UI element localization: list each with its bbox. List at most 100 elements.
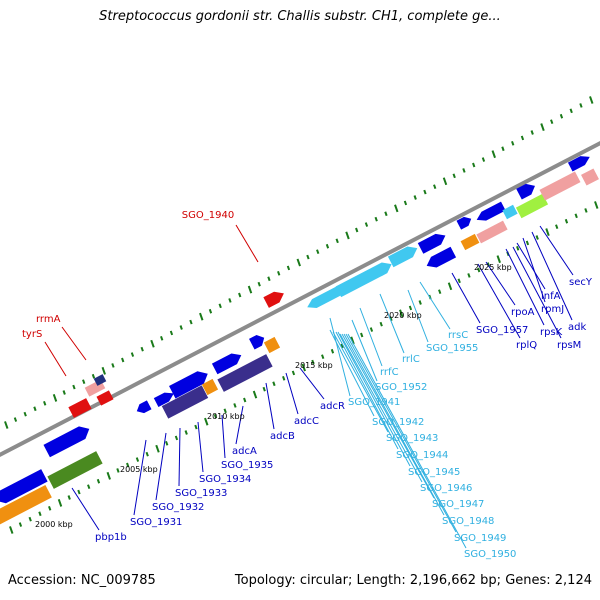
pink-block [476, 220, 508, 244]
label-sgo-1941: SGO_1941 [348, 397, 400, 408]
tick-mark [564, 218, 569, 224]
leader-line [379, 293, 405, 354]
tick-mark [516, 246, 520, 251]
tick-mark [282, 376, 286, 381]
cds-block [43, 426, 90, 458]
label-adcc: adcC [294, 416, 319, 427]
tick-mark [594, 201, 599, 209]
label-rplq: rplQ [516, 340, 537, 351]
leader-line [522, 237, 546, 303]
cds-block [169, 371, 208, 399]
tick-mark [511, 141, 515, 146]
tick-mark [135, 457, 140, 462]
tick-mark [18, 522, 23, 527]
tick-mark [199, 312, 204, 321]
tick-mark [52, 393, 58, 402]
tick-mark [165, 441, 169, 446]
tick-mark [330, 348, 335, 354]
label-rpsk: rpsK [540, 327, 563, 338]
topology-text: Topology: circular; [234, 573, 353, 588]
kbp-label: 2010 kbp [207, 412, 245, 421]
orange-block [201, 378, 219, 396]
tick-mark [335, 238, 339, 244]
tick-mark [257, 281, 261, 287]
label-sgo-1948: SGO_1948 [442, 516, 494, 527]
label-secy: secY [569, 277, 593, 288]
tick-mark [208, 308, 213, 314]
tick-mark [457, 278, 461, 284]
tick-mark [360, 332, 364, 338]
tick-mark [33, 406, 37, 412]
pink-block [581, 168, 599, 186]
label-sgo-1945: SGO_1945 [408, 467, 460, 478]
leader-line [155, 432, 167, 501]
leader-line [451, 272, 481, 324]
tick-mark [150, 339, 155, 348]
tick-mark [169, 330, 174, 336]
label-sgo-1942: SGO_1942 [372, 417, 424, 428]
leader-line [197, 421, 204, 473]
tick-mark [384, 211, 388, 217]
cds-block [211, 353, 242, 375]
cds-block [456, 216, 472, 230]
tick-mark [67, 495, 71, 500]
leader-line [347, 333, 467, 549]
tick-mark [481, 157, 486, 162]
genome-summary: Topology: circular; Length: 2,196,662 bp… [235, 573, 592, 588]
cds-block [476, 201, 506, 221]
tick-mark [413, 195, 417, 200]
tick-mark [72, 384, 76, 390]
olive-block [47, 451, 103, 489]
kbp-label: 2020 kbp [384, 311, 422, 320]
tick-mark [174, 435, 179, 441]
tick-mark [311, 359, 315, 365]
tick-mark [28, 516, 32, 522]
leader-line [531, 231, 573, 321]
tick-mark [189, 319, 193, 325]
tick-mark [155, 444, 160, 453]
lime-block [515, 193, 549, 219]
dark-block [93, 374, 107, 386]
label-pbp1b: pbp1b [95, 532, 127, 543]
tick-mark [223, 408, 227, 414]
tick-mark [355, 227, 359, 233]
tick-mark [340, 343, 344, 349]
label-sgo-1934: SGO_1934 [199, 474, 251, 485]
tick-mark [238, 292, 242, 298]
leader-line [235, 405, 244, 445]
tick-mark [438, 289, 442, 294]
leader-line [299, 367, 325, 400]
tick-mark [535, 235, 539, 240]
kbp-label: 2005 kbp [120, 465, 158, 474]
tick-mark [389, 316, 393, 322]
leader-line [329, 329, 375, 417]
tick-mark [472, 162, 476, 168]
backbone-line [0, 140, 600, 458]
tick-mark [584, 208, 588, 213]
leader-line [332, 331, 389, 433]
tick-mark [145, 451, 149, 457]
orange-block [263, 336, 281, 354]
pink-block [539, 171, 581, 201]
tick-mark [496, 255, 501, 264]
tick-mark [589, 96, 594, 104]
cds-block [249, 335, 265, 350]
label-rpoa: rpoA [511, 307, 535, 318]
tick-mark [555, 224, 559, 229]
label-sgo-1932: SGO_1932 [152, 502, 204, 513]
length-text: Length: 2,196,662 bp; [356, 573, 502, 588]
rrna-block [335, 262, 392, 298]
tick-mark [116, 468, 120, 473]
leader-line [359, 307, 383, 367]
tick-mark [43, 401, 47, 406]
tick-mark [243, 397, 247, 403]
label-sgo-1947: SGO_1947 [432, 499, 484, 510]
tick-mark [525, 240, 530, 246]
leader-line [343, 333, 445, 516]
leader-line [345, 333, 457, 533]
tick-mark [96, 478, 101, 484]
label-sgo-1946: SGO_1946 [420, 483, 472, 494]
tick-mark [272, 381, 276, 387]
label-rpsm: rpsM [557, 340, 581, 351]
